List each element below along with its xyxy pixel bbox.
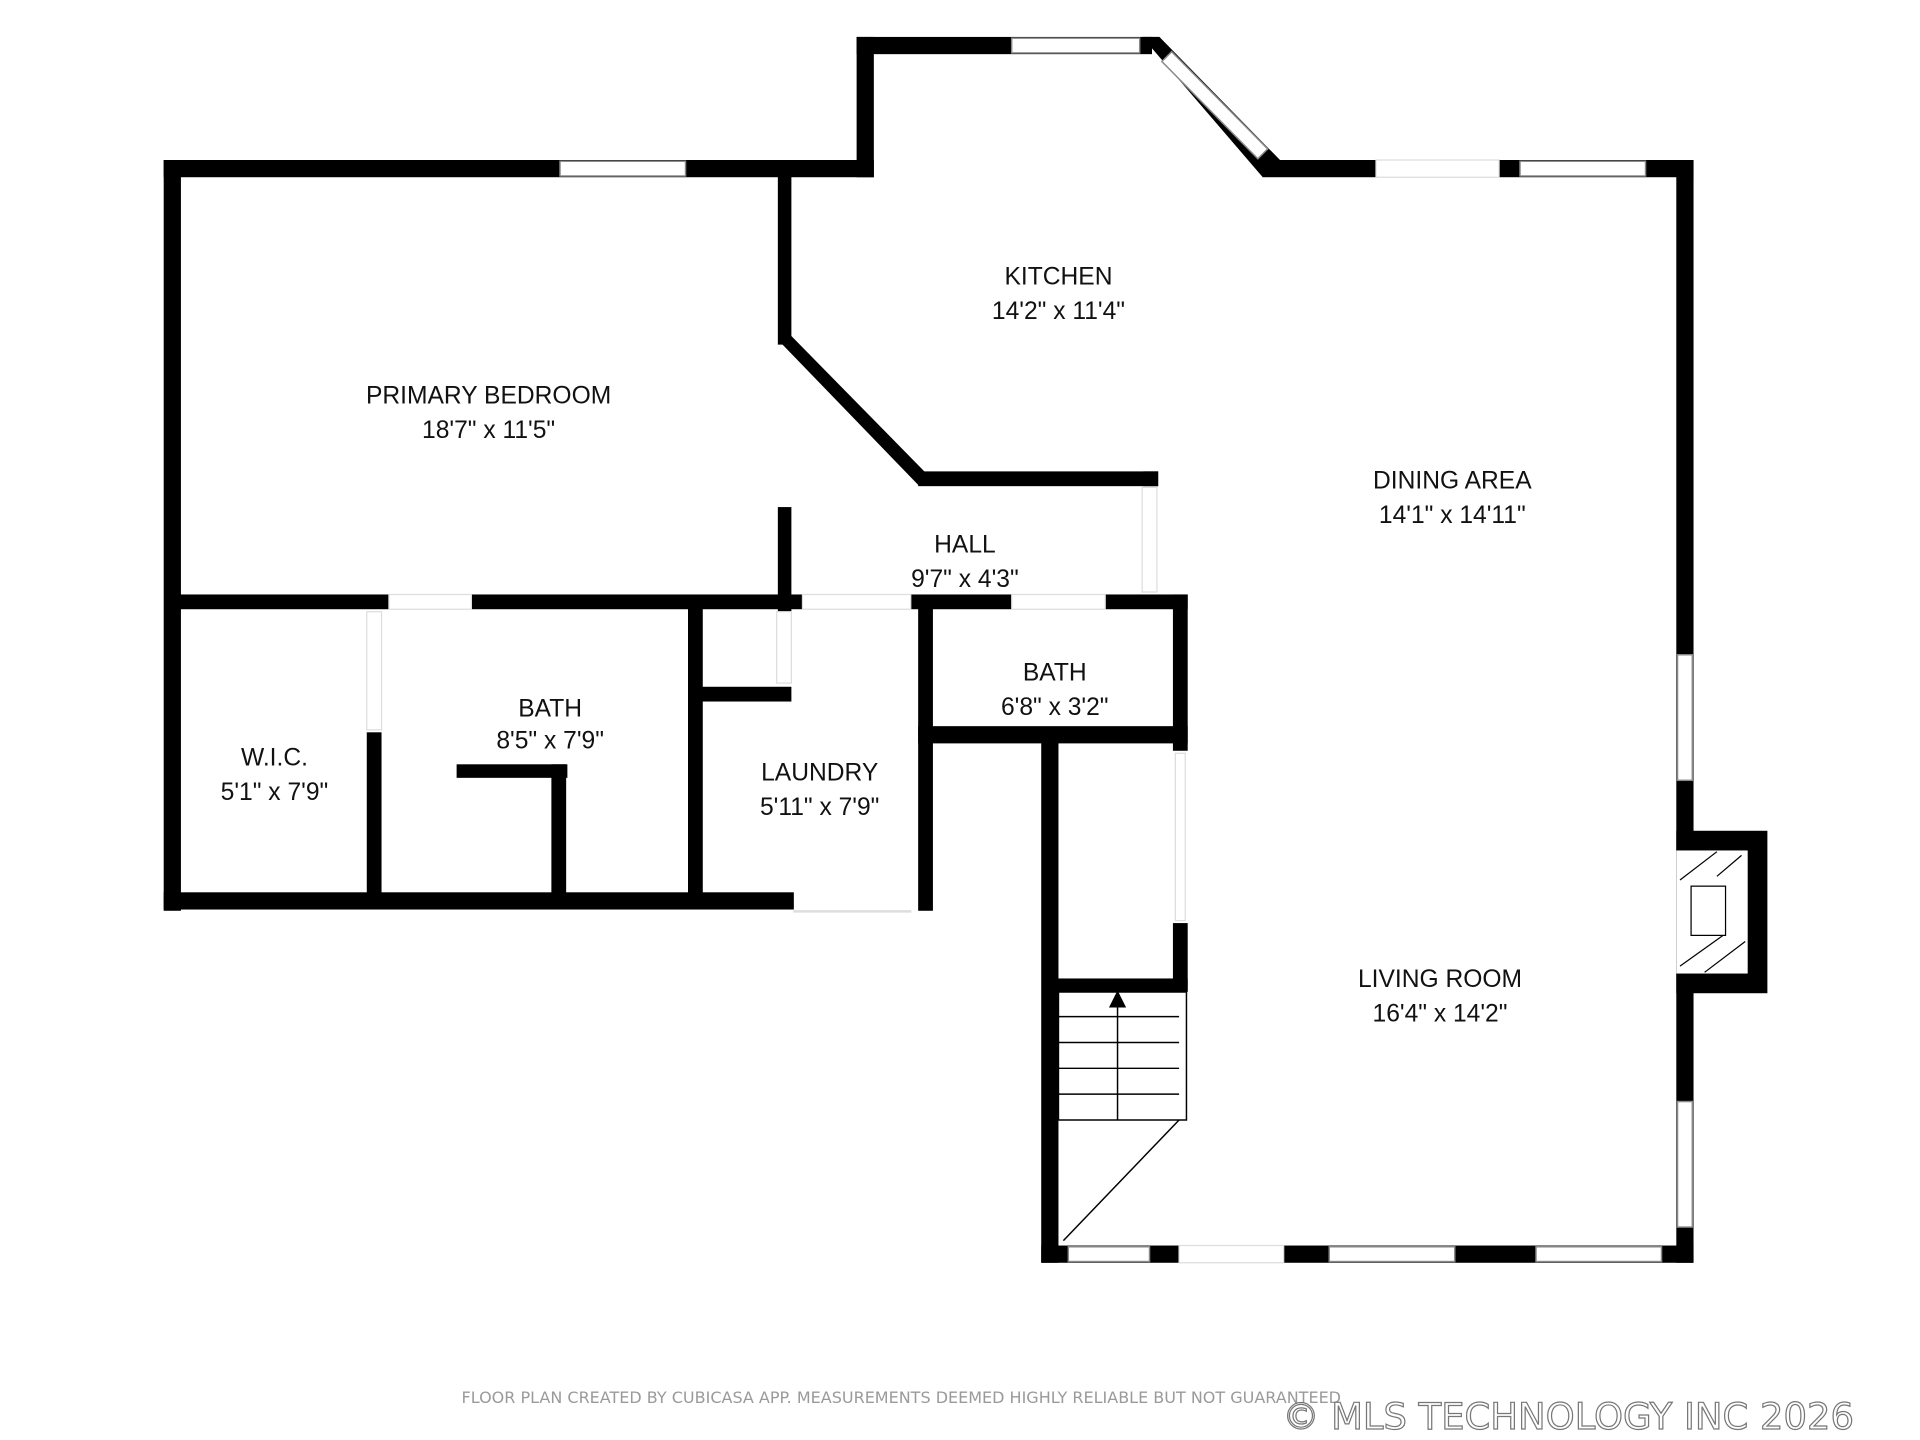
room-name-bath: BATH [518,695,582,722]
room-name-hall: HALL [934,532,996,559]
room-dim-hall: 9'7" x 4'3" [911,566,1019,593]
room-dim-wic: 5'1" x 7'9" [221,779,329,806]
wall [1172,594,1188,751]
room-name-kitchen: KITCHEN [1004,263,1112,290]
copyright-watermark: © MLS TECHNOLOGY INC 2026 [1282,1395,1854,1438]
room-dim-kitchen: 14'2" x 11'4" [992,298,1125,325]
wall [1143,471,1159,487]
wall [688,686,792,702]
wall [1052,978,1188,992]
wall [777,168,792,345]
room-name-bath-small: BATH [1023,660,1087,687]
room-dim-laundry: 5'11" x 7'9" [760,794,879,821]
window [559,160,687,177]
window [1535,1246,1663,1263]
window [1010,37,1141,54]
wall [918,471,1159,487]
window [1067,1246,1151,1263]
wall [366,732,382,905]
wall [688,603,703,905]
disclaimer: FLOOR PLAN CREATED BY CUBICASA APP. MEAS… [462,1388,1341,1407]
wall [777,507,792,612]
wall [1172,923,1188,991]
window [1328,1246,1456,1263]
room-name-living-room: LIVING ROOM [1358,966,1522,993]
window [1519,160,1647,177]
room-name-dining-area: DINING AREA [1373,468,1532,495]
openings [366,159,1500,1264]
room-labels: PRIMARY BEDROOM 18'7" x 11'5" KITCHEN 14… [221,263,1533,1027]
room-name-laundry: LAUNDRY [761,759,878,786]
room-dim-dining-area: 14'1" x 14'11" [1379,502,1526,529]
windows [559,37,1694,1263]
window [1676,654,1694,782]
wall [551,764,567,900]
room-name-primary-bedroom: PRIMARY BEDROOM [366,383,611,410]
stairs [1057,990,1188,1242]
room-dim-primary-bedroom: 18'7" x 11'5" [422,417,555,444]
walls [163,36,1768,1263]
wall [163,892,794,910]
window [1676,1100,1694,1228]
room-dim-bath-small: 6'8" x 3'2" [1001,694,1109,721]
room-dim-living-room: 16'4" x 14'2" [1373,1001,1508,1028]
fireplace-hatch [1679,851,1746,973]
wall [163,160,181,911]
wall [163,160,874,178]
wall [456,764,568,778]
window [1160,50,1269,160]
wall [918,726,1188,744]
wall [856,36,874,178]
room-name-wic: W.I.C. [241,745,308,772]
wall [1041,734,1059,1263]
wall [918,603,933,911]
wall [777,334,926,485]
room-dim-bath: 8'5" x 7'9" [496,727,604,754]
